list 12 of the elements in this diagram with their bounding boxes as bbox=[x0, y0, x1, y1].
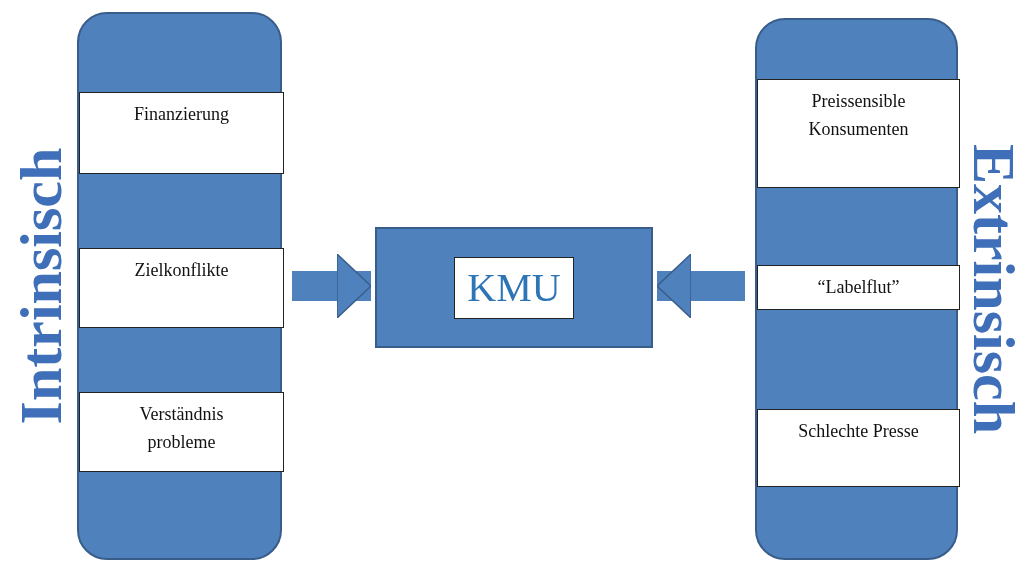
text-box: “Labelflut” bbox=[757, 265, 960, 310]
text-box: Schlechte Presse bbox=[757, 409, 960, 487]
center-box bbox=[375, 227, 653, 348]
block-arrow bbox=[656, 253, 745, 319]
side-heading: Extrinsisch bbox=[964, 144, 1023, 434]
text-box: Verständnis probleme bbox=[79, 392, 284, 472]
side-heading: Intrinsisch bbox=[11, 147, 71, 425]
text-box: Preissensible Konsumenten bbox=[757, 79, 960, 188]
block-arrow bbox=[292, 253, 372, 319]
center-label: KMU bbox=[454, 256, 574, 319]
text-box: Finanzierung bbox=[79, 92, 284, 174]
text-box: Zielkonflikte bbox=[79, 248, 284, 328]
